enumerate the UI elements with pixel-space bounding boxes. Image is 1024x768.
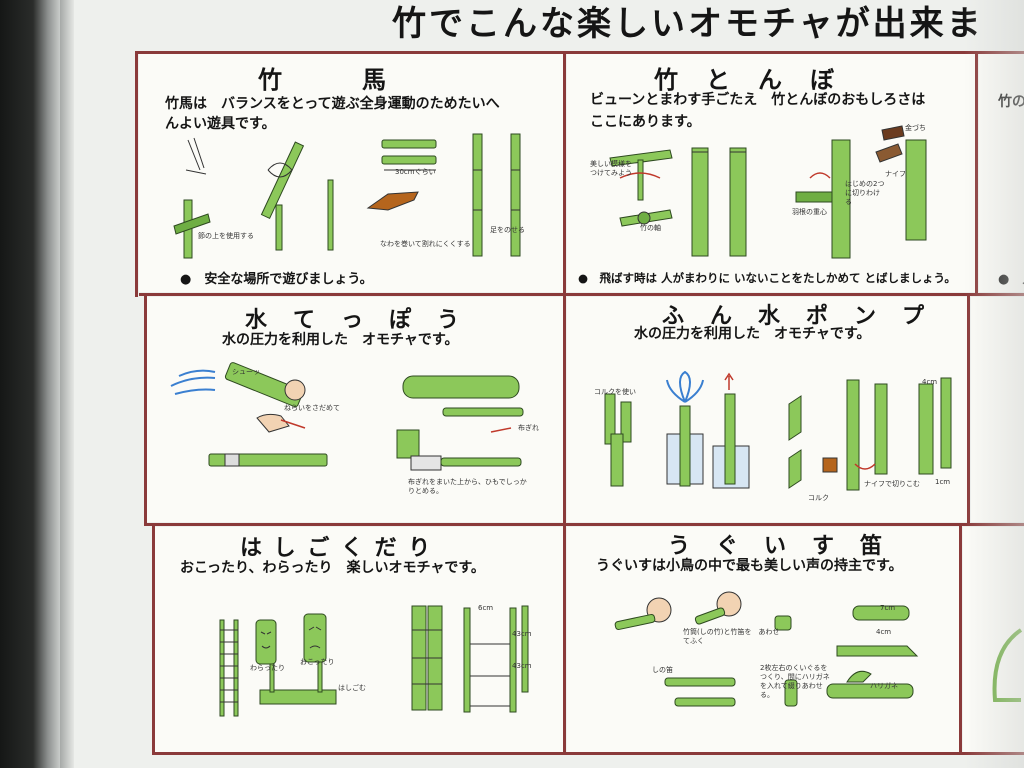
takeuma-note: ● 安全な場所で遊びましょう。 <box>180 272 373 287</box>
panel-funsui <box>567 297 967 522</box>
taketombo-desc-line2: ここにあります。 <box>590 114 701 130</box>
taketombo-illustration <box>609 125 927 259</box>
taketombo-desc-line1: ビューンとまわす手ごたえ 竹とんぼのおもしろさは <box>590 92 926 108</box>
grid-line-top <box>135 51 1024 54</box>
takeuma-label-foot: 足をのせる <box>490 226 525 234</box>
uguisu-label-7cm: 7cm <box>880 604 896 612</box>
panel-takeuma <box>139 54 563 292</box>
hashigo-label-ladder: はしごむ <box>338 684 366 692</box>
mizuteppou-desc: 水の圧力を利用した オモチャです。 <box>222 332 459 348</box>
grid-line-row1 <box>139 293 1024 296</box>
uguisu-label-instruction: 2枚左右のくいぐるをつくり、間にハリガネを入れて綴りあわせる。 <box>760 664 830 699</box>
grid-line-bottom <box>155 752 1024 755</box>
banner-title: 竹でこんな楽しいオモチャが出来ま <box>392 4 984 44</box>
funsui-label-4cm: 4cm <box>922 378 938 386</box>
taketombo-label-hammer: 金づち <box>905 124 926 132</box>
funsui-label-cut: ナイフで切りこむ <box>864 480 920 488</box>
mizuteppou-label-aim: ねらいをさだめて <box>284 404 340 412</box>
funsui-label-1cm: 1cm <box>935 478 951 486</box>
mizuteppou-illustration <box>170 362 524 471</box>
mizuteppou-label-splash: シューッ <box>232 368 260 376</box>
uguisu-label-wire: ハリガネ <box>870 682 898 690</box>
funsui-illustration <box>604 370 952 491</box>
taketombo-label-axis: 竹の軸 <box>640 224 661 232</box>
lighting-gradient <box>964 0 1024 768</box>
funsui-desc: 水の圧力を利用した オモチャです。 <box>634 326 871 342</box>
metal-frame-left <box>0 0 60 768</box>
uguisu-label-together: 竹筒(しの竹)と竹笛を あわせてふく <box>683 628 780 645</box>
taketombo-label-split: はじめの2つに切りわける <box>845 180 885 206</box>
takeuma-label-length: 30cmぐらい <box>395 168 436 176</box>
hashigo-label-angry: おこったり <box>300 658 335 666</box>
taketombo-label-knife: ナイフ <box>885 170 906 178</box>
hashigo-label-laugh: わらったり <box>250 664 285 672</box>
funsui-title: ふ ん 水 ポ ン プ <box>662 304 927 329</box>
takeuma-label-node: 節の上を使用する <box>198 232 254 240</box>
takeuma-illustration <box>173 133 521 259</box>
taketombo-note: ● 飛ばす時は 人がまわりに いないことをたしかめて とばしましょう。 <box>578 271 956 285</box>
mizuteppou-title: 水 て っ ぽ う <box>245 308 462 333</box>
taketombo-title: 竹 と ん ぼ <box>654 66 836 94</box>
grid-line-row2 <box>147 523 1024 526</box>
uguisu-label-4cm: 4cm <box>876 628 892 636</box>
grid-line-center <box>563 51 566 755</box>
takeuma-label-rope: なわを巻いて割れにくくする <box>380 240 471 248</box>
hashigo-desc: おこったり、わらったり 楽しいオモチャです。 <box>180 560 485 576</box>
takeuma-title: 竹 馬 <box>258 66 388 94</box>
panel-uguisu <box>567 527 959 752</box>
taketombo-label-balance: 羽根の重心 <box>792 208 827 216</box>
uguisu-desc: うぐいすは小鳥の中で最も美しい声の持主です。 <box>596 558 903 574</box>
grid-line-left-mid <box>144 294 147 526</box>
takeuma-desc-line2: んよい遊具です。 <box>165 116 276 132</box>
grid-line-left-bottom <box>152 524 155 755</box>
uguisu-title: う ぐ い す 笛 <box>668 534 885 559</box>
mizuteppou-label-instruction: 布ぎれをまいた上から、ひもでしっかりとめる。 <box>408 478 527 495</box>
grid-line-right-bottom <box>959 524 962 755</box>
taketombo-label-pattern: 美しい模様をつけてみよう <box>590 160 632 177</box>
mizuteppou-label-cloth: 布ぎれ <box>518 424 539 432</box>
uguisu-label-shinobue: しの笛 <box>652 666 673 674</box>
hashigo-label-43cm-a: 43cm <box>512 630 532 638</box>
hashigo-illustration <box>219 605 529 717</box>
funsui-label-use-cork: コルクを使い <box>594 388 636 396</box>
signboard-edge <box>60 0 74 768</box>
hashigo-label-6cm: 6cm <box>478 604 494 612</box>
uguisu-illustration <box>614 591 919 707</box>
hashigo-title: は し ご く だ り <box>240 536 433 561</box>
hashigo-label-43cm-b: 43cm <box>512 662 532 670</box>
takeuma-desc-line1: 竹馬は バランスをとって遊ぶ全身運動のためたいへ <box>165 96 500 112</box>
funsui-label-cork: コルク <box>808 494 829 502</box>
grid-line-left <box>135 51 138 297</box>
